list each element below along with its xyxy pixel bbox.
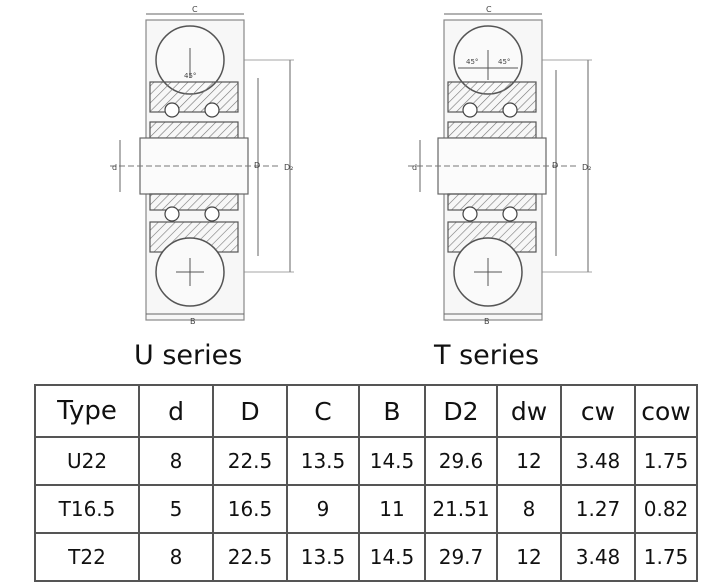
cell-D: 22.5 — [212, 436, 288, 486]
svg-text:B: B — [484, 317, 490, 326]
cell-D2: 21.51 — [424, 484, 498, 534]
cell-cw: 3.48 — [560, 436, 636, 486]
svg-text:C: C — [486, 5, 492, 14]
cell-type: T22 — [34, 532, 140, 582]
table-row: U22 8 22.5 13.5 14.5 29.6 12 3.48 1.75 — [34, 436, 698, 486]
svg-text:D: D — [254, 161, 260, 170]
cell-cow: 1.75 — [634, 436, 698, 486]
svg-text:d: d — [112, 163, 117, 172]
cell-C: 13.5 — [286, 532, 360, 582]
table-row: T22 8 22.5 13.5 14.5 29.7 12 3.48 1.75 — [34, 532, 698, 582]
header-D: D — [212, 384, 288, 438]
t-series-drawing: 45° 45° C B d D D₂ — [398, 0, 628, 330]
header-cow: cow — [634, 384, 698, 438]
header-C: C — [286, 384, 360, 438]
cell-d: 8 — [138, 532, 214, 582]
header-D2: D2 — [424, 384, 498, 438]
svg-text:C: C — [192, 5, 198, 14]
svg-text:45°: 45° — [498, 58, 510, 66]
header-cw: cw — [560, 384, 636, 438]
u-series-caption: U series — [134, 340, 243, 371]
spec-table: Type d D C B D2 dw cw cow U22 8 22.5 13.… — [34, 384, 698, 582]
table-header-row: Type d D C B D2 dw cw cow — [34, 384, 698, 438]
cell-C: 13.5 — [286, 436, 360, 486]
svg-text:D₂: D₂ — [284, 163, 293, 172]
cell-D: 22.5 — [212, 532, 288, 582]
cell-cow: 1.75 — [634, 532, 698, 582]
t-series-caption: T series — [434, 340, 540, 371]
header-type: Type — [34, 384, 140, 438]
cell-cw: 3.48 — [560, 532, 636, 582]
cell-B: 11 — [358, 484, 426, 534]
header-B: B — [358, 384, 426, 438]
svg-text:D: D — [552, 161, 558, 170]
cell-D2: 29.6 — [424, 436, 498, 486]
cell-type: T16.5 — [34, 484, 140, 534]
u-series-drawing: 45° C B d D D₂ — [100, 0, 330, 330]
svg-text:45°: 45° — [184, 72, 196, 80]
svg-text:D₂: D₂ — [582, 163, 591, 172]
cell-type: U22 — [34, 436, 140, 486]
cell-B: 14.5 — [358, 532, 426, 582]
cell-B: 14.5 — [358, 436, 426, 486]
header-d: d — [138, 384, 214, 438]
cell-cw: 1.27 — [560, 484, 636, 534]
cell-dw: 12 — [496, 436, 562, 486]
cell-D: 16.5 — [212, 484, 288, 534]
svg-text:B: B — [190, 317, 196, 326]
cell-d: 8 — [138, 436, 214, 486]
cell-cow: 0.82 — [634, 484, 698, 534]
cell-dw: 12 — [496, 532, 562, 582]
cell-d: 5 — [138, 484, 214, 534]
header-dw: dw — [496, 384, 562, 438]
cell-C: 9 — [286, 484, 360, 534]
cell-dw: 8 — [496, 484, 562, 534]
svg-text:d: d — [412, 163, 417, 172]
svg-text:45°: 45° — [466, 58, 478, 66]
cell-D2: 29.7 — [424, 532, 498, 582]
table-row: T16.5 5 16.5 9 11 21.51 8 1.27 0.82 — [34, 484, 698, 534]
